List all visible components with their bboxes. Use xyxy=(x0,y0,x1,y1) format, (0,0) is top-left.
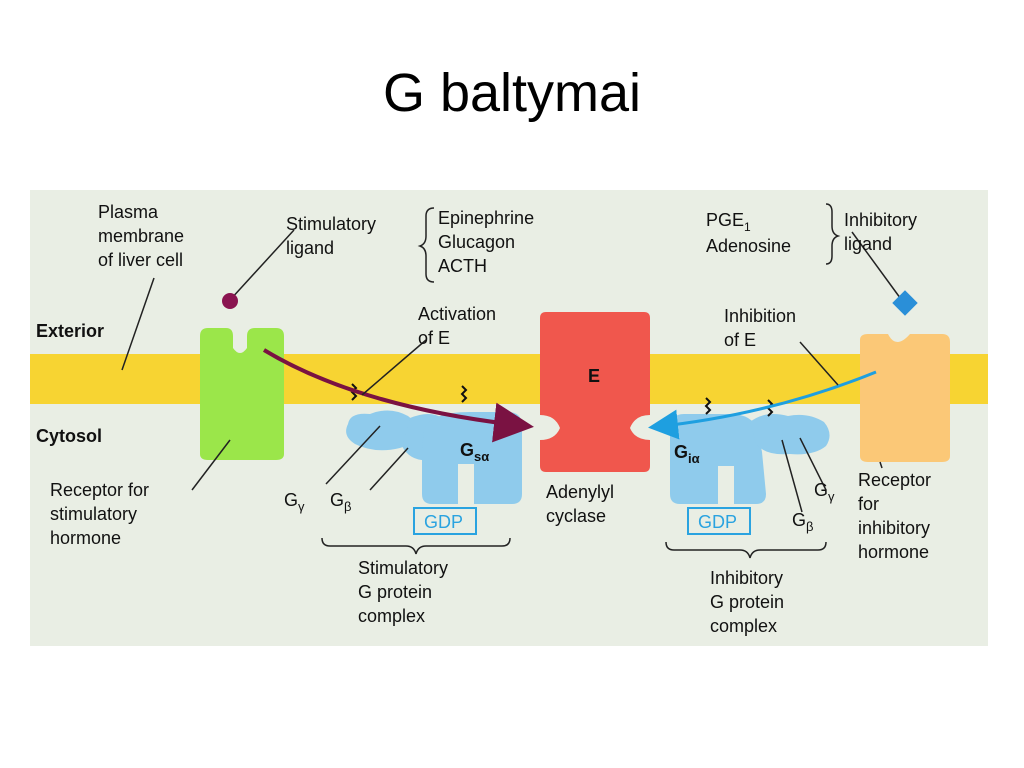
inhib-complex-label-3: complex xyxy=(710,616,777,636)
cytosol-label: Cytosol xyxy=(36,426,102,446)
inhib-beta-symbol: β xyxy=(806,519,813,534)
plasma-membrane-label-1: Plasma xyxy=(98,202,159,222)
stimulatory-receptor xyxy=(200,328,284,460)
activation-label-1: Activation xyxy=(418,304,496,324)
svg-text:Gγ: Gγ xyxy=(814,480,835,504)
inhib-complex-label-1: Inhibitory xyxy=(710,568,783,588)
stim-g-beta-base: G xyxy=(330,490,344,510)
stim-complex-label-1: Stimulatory xyxy=(358,558,448,578)
svg-text:Gβ: Gβ xyxy=(792,510,814,534)
ligand-epinephrine: Epinephrine xyxy=(438,208,534,228)
stimulatory-ligand-dot xyxy=(222,293,238,309)
svg-text:Gβ: Gβ xyxy=(330,490,352,514)
stim-gdp-label: GDP xyxy=(424,512,463,532)
adenylyl-cyclase-enzyme xyxy=(540,312,650,472)
stimulatory-g-protein xyxy=(346,410,522,504)
receptor-stim-label-1: Receptor for xyxy=(50,480,149,500)
slide-title: G baltymai xyxy=(382,63,642,123)
inhib-gdp-label: GDP xyxy=(698,512,737,532)
stim-g-alpha-base: G xyxy=(460,440,474,460)
inhibitory-ligand-diamond xyxy=(892,290,918,316)
plasma-membrane-label-3: of liver cell xyxy=(98,250,183,270)
inhib-gamma-symbol: γ xyxy=(828,489,835,504)
ligand-pge: PGE xyxy=(706,210,744,230)
svg-text:membrane: membrane xyxy=(98,226,184,246)
stimulatory-ligand-label-1: Stimulatory xyxy=(286,214,376,234)
stim-beta-symbol: β xyxy=(344,499,351,514)
stim-s-alpha-symbol: sα xyxy=(474,449,489,464)
stimulatory-ligand-label-2: ligand xyxy=(286,238,334,258)
svg-text:PGE1: PGE1 xyxy=(706,210,751,234)
ligand-glucagon: Glucagon xyxy=(438,232,515,252)
ligand-adenosine: Adenosine xyxy=(706,236,791,256)
activation-label-2: of E xyxy=(418,328,450,348)
inhib-complex-label-2: G protein xyxy=(710,592,784,612)
exterior-label: Exterior xyxy=(36,321,104,341)
inhibitory-ligand-label-1: Inhibitory xyxy=(844,210,917,230)
svg-text:Gsα: Gsα xyxy=(460,440,489,464)
enzyme-label: E xyxy=(588,366,600,386)
plasma-membrane-label-2: membrane xyxy=(98,226,184,246)
ligand-pge-subscript: 1 xyxy=(744,220,751,234)
svg-text:Giα: Giα xyxy=(674,442,700,466)
stim-gamma-symbol: γ xyxy=(298,499,305,514)
receptor-stim-label-3: hormone xyxy=(50,528,121,548)
stim-g-gamma-base: G xyxy=(284,490,298,510)
inhibition-arrow xyxy=(648,370,877,440)
g-protein-diagram: Plasma membrane of liver cell Exterior C… xyxy=(30,190,988,646)
inhib-i-alpha-symbol: iα xyxy=(688,451,700,466)
svg-text:of liver cell: of liver cell xyxy=(98,250,183,270)
inhibition-label-1: Inhibition xyxy=(724,306,796,326)
receptor-inhib-label-1: Receptor xyxy=(858,470,931,490)
receptor-stim-label-2: stimulatory xyxy=(50,504,137,524)
inhib-g-alpha-base: G xyxy=(674,442,688,462)
plasma-membrane-band xyxy=(30,354,988,404)
activation-arrow xyxy=(262,348,534,443)
ligand-acth: ACTH xyxy=(438,256,487,276)
stim-complex-label-3: complex xyxy=(358,606,425,626)
inhibitory-g-protein xyxy=(670,414,830,504)
receptor-inhib-label-3: inhibitory xyxy=(858,518,930,538)
stim-gdp-box xyxy=(413,507,477,535)
svg-text:Plasma: Plasma xyxy=(98,202,159,222)
inhibitory-ligand-label-2: ligand xyxy=(844,234,892,254)
inhibitory-receptor xyxy=(860,334,950,462)
receptor-inhib-label-4: hormone xyxy=(858,542,929,562)
inhib-g-beta-base: G xyxy=(792,510,806,530)
adenylyl-cyclase-label-2: cyclase xyxy=(546,506,606,526)
stim-complex-label-2: G protein xyxy=(358,582,432,602)
receptor-inhib-label-2: for xyxy=(858,494,879,514)
svg-text:Gγ: Gγ xyxy=(284,490,305,514)
inhib-g-gamma-base: G xyxy=(814,480,828,500)
inhib-gdp-box xyxy=(687,507,751,535)
adenylyl-cyclase-label-1: Adenylyl xyxy=(546,482,614,502)
inhibition-label-2: of E xyxy=(724,330,756,350)
